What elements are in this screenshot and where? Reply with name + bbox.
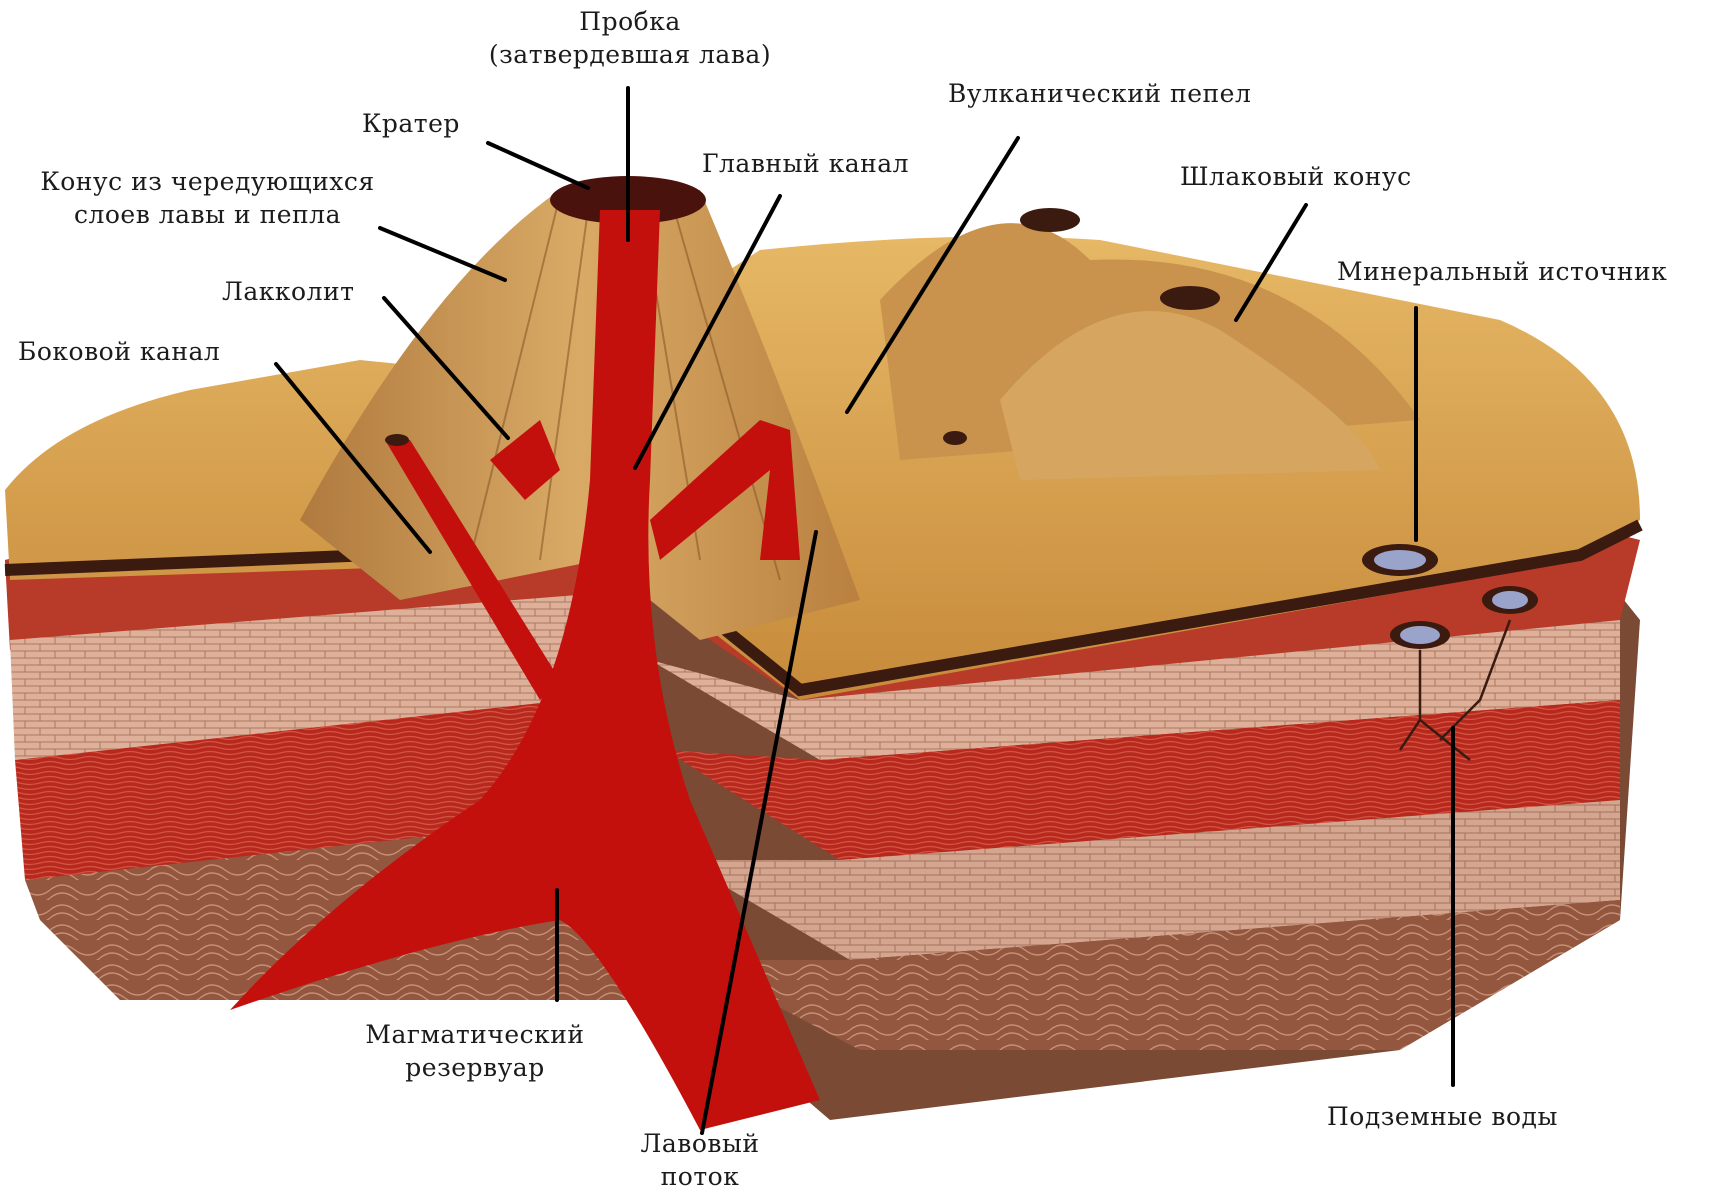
label-laccolith: Лакколит (222, 275, 354, 308)
label-crater: Кратер (362, 107, 460, 140)
label-magma-line1: Магматический (335, 1018, 615, 1051)
cinder-cones (880, 208, 1420, 480)
label-plug: Пробка (затвердевшая лава) (455, 5, 805, 71)
label-groundwater: Подземные воды (1327, 1100, 1558, 1133)
label-magma-reservoir: Магматический резервуар (335, 1018, 615, 1084)
leader-crater (488, 143, 588, 188)
label-main-channel: Главный канал (702, 147, 909, 180)
label-mineral-spring: Минеральный источник (1337, 255, 1667, 288)
label-cone-line1: Конус из чередующихся (10, 165, 405, 198)
label-side-channel: Боковой канал (18, 335, 220, 368)
label-lava-flow: Лавовый поток (590, 1127, 810, 1193)
label-cone-line2: слоев лавы и пепла (10, 198, 405, 231)
label-plug-line2: (затвердевшая лава) (455, 38, 805, 71)
label-cone: Конус из чередующихся слоев лавы и пепла (10, 165, 405, 231)
label-plug-line1: Пробка (455, 5, 805, 38)
label-magma-line2: резервуар (335, 1051, 615, 1084)
label-cinder-cone: Шлаковый конус (1180, 160, 1412, 193)
label-volcanic-ash: Вулканический пепел (948, 77, 1251, 110)
label-lava-line1: Лавовый (590, 1127, 810, 1160)
label-lava-line2: поток (590, 1160, 810, 1193)
